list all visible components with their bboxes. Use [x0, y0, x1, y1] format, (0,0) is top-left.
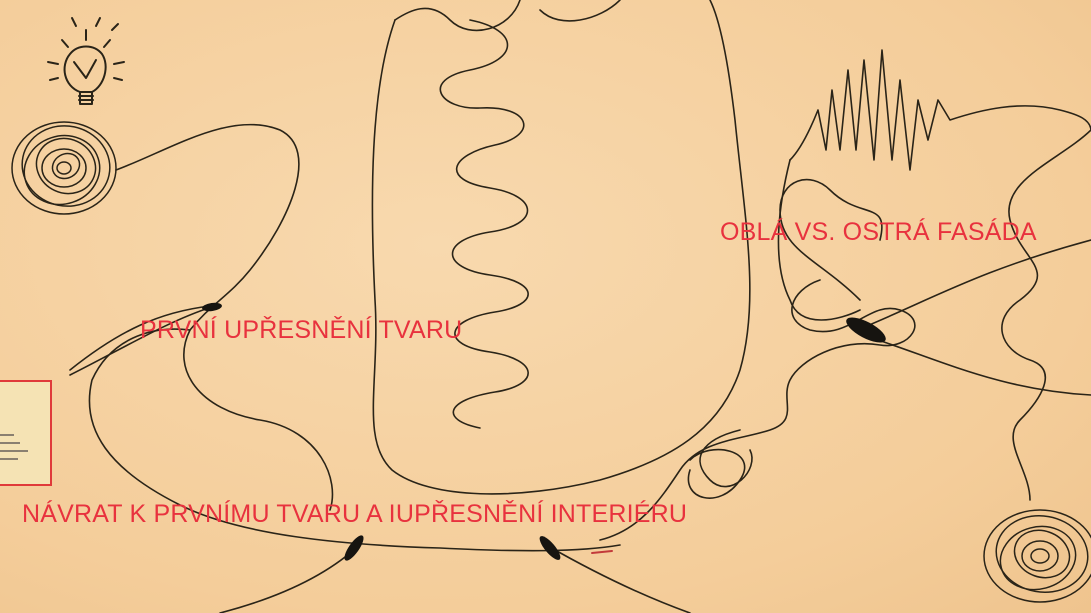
label-return-first-shape[interactable]: NÁVRAT K PRVNÍMU TVARU A IUPŘESNĚNÍ INTE… — [22, 502, 687, 527]
scribble-ball-icon — [12, 118, 117, 215]
lightbulb-icon — [48, 18, 124, 104]
label-first-refinement[interactable]: PRVNÍ UPŘESNĚNÍ TVARU — [140, 318, 462, 343]
thumbnail-line — [0, 442, 20, 444]
label-round-vs-sharp[interactable]: OBLÁ VS. OSTRÁ FASÁDA — [720, 220, 1037, 245]
scribble-ball-icon — [984, 509, 1091, 602]
thumbnail-line — [0, 458, 18, 460]
thumbnail-frame[interactable] — [0, 380, 52, 486]
thumbnail-line — [0, 434, 14, 436]
thumbnail-line — [0, 450, 28, 452]
